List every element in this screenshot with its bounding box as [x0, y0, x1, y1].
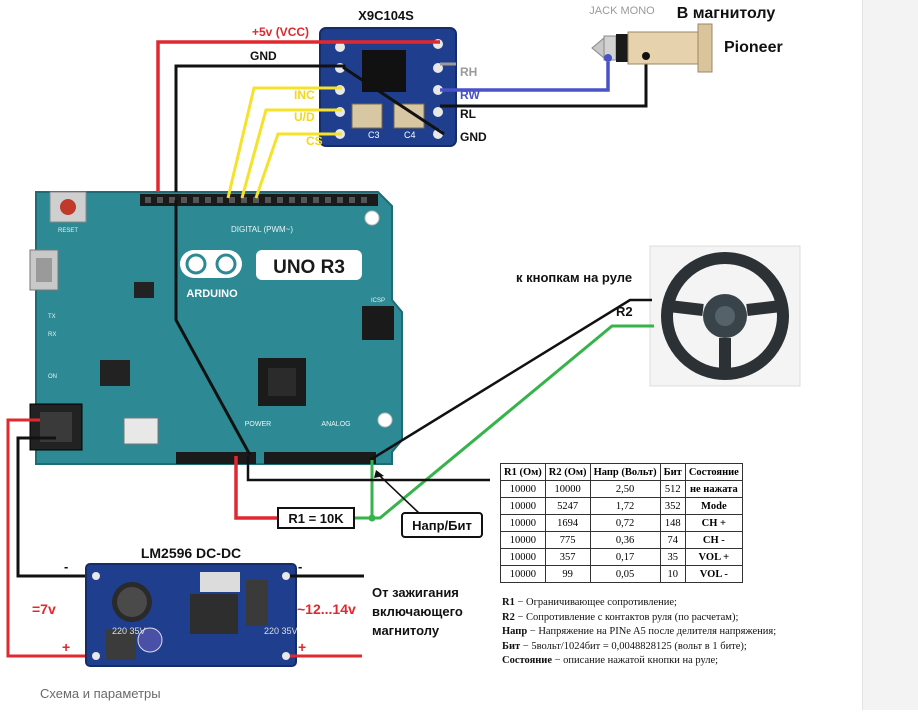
r2-label: R2 — [616, 304, 633, 319]
lm-title: LM2596 DC-DC — [141, 545, 241, 561]
to-radio-label: В магнитолу — [677, 5, 776, 22]
jack-plug — [591, 23, 713, 73]
legend-item: R1 − Ограничивающее сопротивление; — [502, 597, 677, 608]
plus-right-label: + — [298, 639, 306, 655]
digital-label: DIGITAL (PWM~) — [231, 225, 293, 234]
right-sidebar — [862, 0, 918, 710]
wheel-label: к кнопкам на руле — [516, 270, 632, 285]
table-header-row: R1 (Ом) R2 (Ом) Напр (Вольт) Бит Состоян… — [500, 463, 743, 481]
inc-label: INC — [294, 88, 315, 102]
arduino-board: RESET DIGITAL (PWM~) ARDUINO UNO R3 — [29, 191, 403, 465]
r1-resistor — [277, 507, 355, 529]
power-plus-wire — [6, 418, 88, 658]
legend-item: Состояние − описание нажатой кнопки на р… — [502, 655, 719, 667]
r1-label: R1 = 10K — [288, 511, 344, 526]
col-r1: R1 (Ом) — [500, 463, 546, 481]
ignition-label-1: От зажигания — [372, 585, 459, 600]
wheel-black-wire — [369, 298, 652, 462]
ud-wire — [240, 108, 342, 199]
col-bit: Бит — [659, 463, 686, 481]
on-label: ON — [48, 374, 57, 380]
cap-right-label: 220 35V — [264, 626, 298, 636]
vcc-label: +5v (VCC) — [252, 25, 309, 39]
svg-text:C4: C4 — [404, 130, 416, 140]
svg-text:C3: C3 — [368, 130, 380, 140]
gnd-top-wire — [174, 64, 445, 192]
in-voltage-label: =7v — [32, 601, 56, 617]
analog-label: ANALOG — [321, 421, 350, 428]
power-minus-wire — [16, 436, 92, 578]
minus-right-label: - — [298, 559, 302, 574]
pioneer-label: Pioneer — [724, 39, 783, 56]
col-voltage: Напр (Вольт) — [589, 463, 661, 481]
cs-wire — [254, 132, 342, 199]
rl-wire — [440, 56, 648, 108]
col-r2: R2 (Ом) — [544, 463, 591, 481]
parameters-table: R1 (Ом) R2 (Ом) Напр (Вольт) Бит Состоян… — [500, 463, 743, 583]
icsp-label: ICSP — [371, 298, 385, 304]
gnd-bottom-wire — [246, 456, 490, 482]
board-title: UNO R3 — [273, 257, 345, 278]
chip-title: X9C104S — [358, 8, 414, 23]
tx-label: TX — [48, 314, 56, 320]
legend-notes: R1 − Ограничивающее сопротивление; R2 − … — [502, 596, 862, 669]
lm2596-module: 220 35V 220 35V — [85, 563, 298, 667]
r2-wire — [370, 324, 654, 520]
power-label: POWER — [245, 421, 271, 428]
col-state: Состояние — [684, 463, 743, 481]
ud-label: U/D — [294, 110, 315, 124]
minus-left-label: - — [64, 559, 68, 574]
cap-left-label: 220 35V — [112, 626, 146, 636]
steering-wheel-image — [649, 245, 801, 387]
gnd-top-label: GND — [250, 49, 277, 63]
rw-wire — [440, 62, 610, 92]
ignition-label-2: включающего — [372, 604, 463, 619]
legend-item: Бит − 5вольт/1024бит = 0,0048828125 (вол… — [502, 640, 747, 652]
rx-label: RX — [48, 332, 56, 338]
rl-label: RL — [460, 107, 476, 121]
image-caption: Схема и параметры — [40, 686, 161, 701]
plus-left-label: + — [62, 639, 70, 655]
ignition-label-3: магнитолу — [372, 623, 440, 638]
rw-label: RW — [460, 88, 480, 102]
r1-red-wire — [234, 456, 278, 520]
napr-box — [401, 512, 483, 538]
rh-label: RH — [460, 65, 477, 79]
reset-label: RESET — [58, 228, 78, 234]
out-voltage-label: ~12...14v — [297, 601, 356, 617]
cs-label: CS — [306, 134, 323, 148]
napr-label: Напр/Бит — [412, 518, 472, 533]
vcc-wire — [156, 40, 440, 192]
gnd-chip-label: GND — [460, 130, 487, 144]
inc-wire — [226, 86, 342, 199]
legend-item: R2 − Сопротивление с контактов руля (по … — [502, 611, 739, 623]
legend-item: Напр − Напряжение на PINe A5 после делит… — [502, 626, 777, 638]
x9c104s-module: C3 C4 — [319, 27, 457, 147]
arduino-logo-text: ARDUINO — [186, 288, 238, 300]
jack-label: JACK MONO — [589, 5, 655, 17]
